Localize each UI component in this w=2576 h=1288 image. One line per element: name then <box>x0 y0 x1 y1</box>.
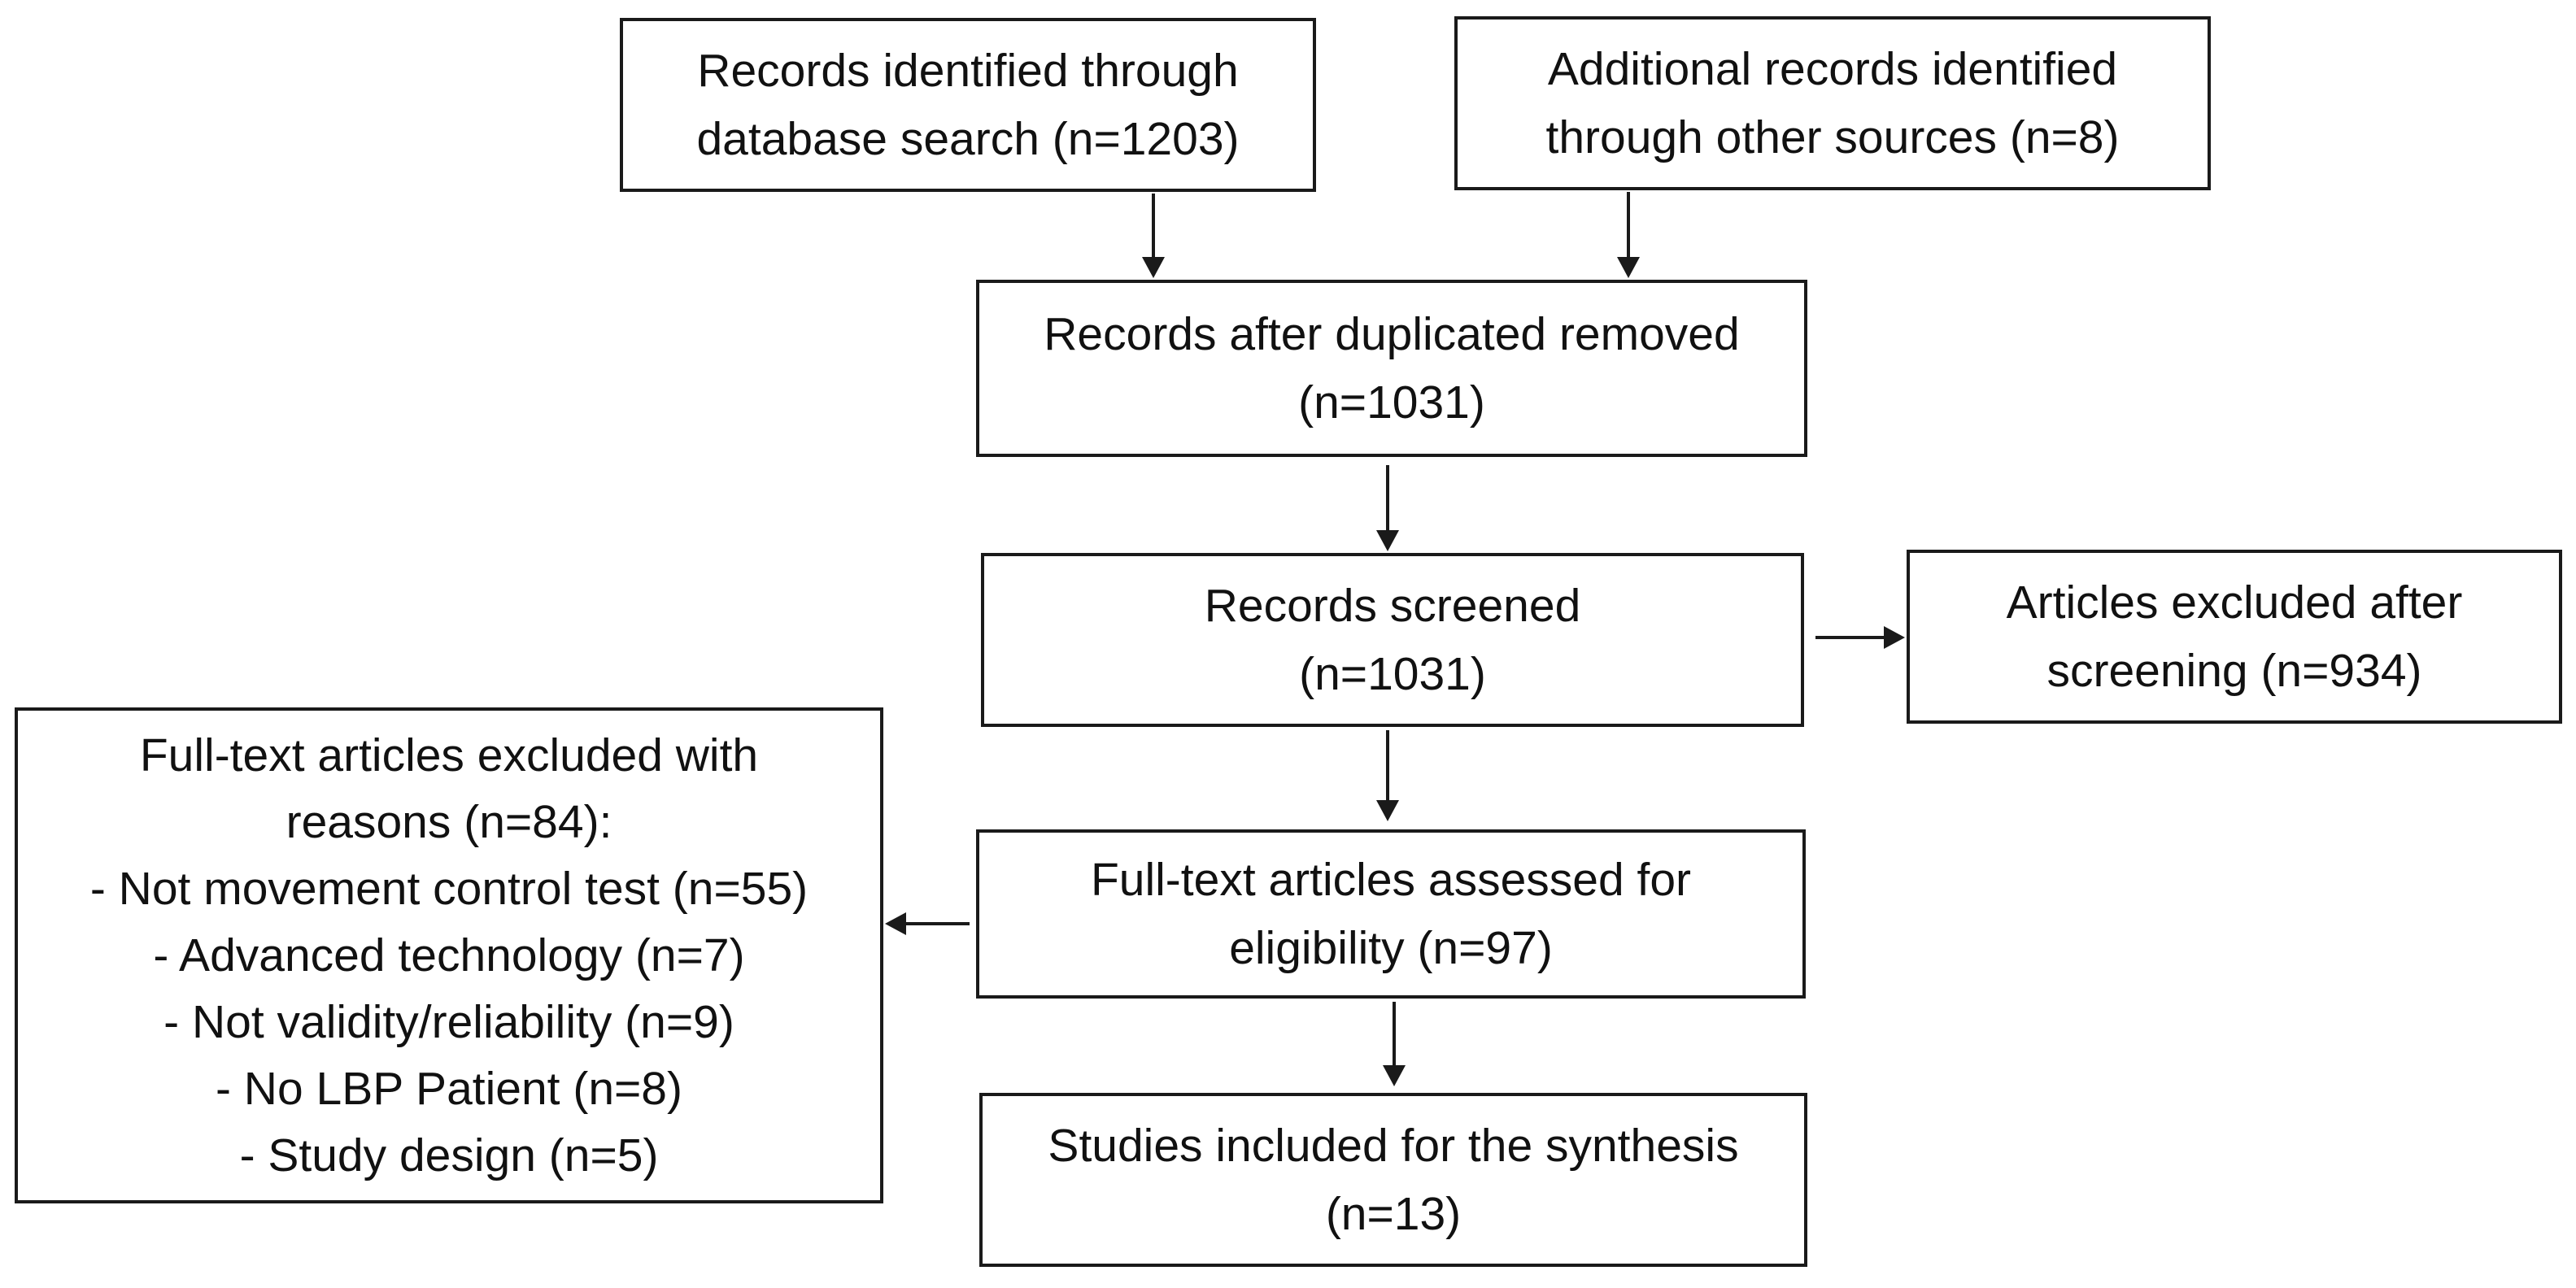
records-after-duplicates-line-2: (n=1031) <box>1298 376 1485 429</box>
reason-item: - Study design (n=5) <box>239 1129 659 1181</box>
arrow-additional-to-dedup <box>1617 192 1640 278</box>
articles-excluded-box: Articles excluded after screening (n=934… <box>1907 550 2562 724</box>
records-identified-line-2: database search (n=1203) <box>696 113 1240 165</box>
records-screened-box: Records screened (n=1031) <box>981 553 1804 727</box>
full-text-excluded-reasons-box: Full-text articles excluded with reasons… <box>15 707 883 1203</box>
articles-excluded-line-1: Articles excluded after <box>2006 577 2463 629</box>
full-text-assessed-line-1: Full-text articles assessed for <box>1090 854 1692 906</box>
studies-included-line-2: (n=13) <box>1325 1188 1462 1240</box>
arrow-fulltext-to-reasons <box>885 912 970 935</box>
records-identified-box: Records identified through database sear… <box>620 18 1316 192</box>
reasons-heading-line-1: Full-text articles excluded with <box>139 729 759 781</box>
studies-included-box: Studies included for the synthesis (n=13… <box>979 1093 1807 1267</box>
records-after-duplicates-box: Records after duplicated removed (n=1031… <box>976 280 1807 457</box>
records-after-duplicates-line-1: Records after duplicated removed <box>1044 308 1740 360</box>
arrow-dedup-to-screened <box>1376 465 1399 551</box>
arrow-fulltext-to-included <box>1383 1002 1406 1086</box>
reasons-heading-line-2: reasons (n=84): <box>285 796 612 848</box>
reason-item: - Not validity/reliability (n=9) <box>163 996 734 1048</box>
full-text-assessed-line-2: eligibility (n=97) <box>1229 922 1553 974</box>
records-screened-line-1: Records screened <box>1204 580 1581 632</box>
reason-item: - Not movement control test (n=55) <box>89 863 809 915</box>
records-identified-line-1: Records identified through <box>697 45 1239 97</box>
additional-records-box: Additional records identified through ot… <box>1454 16 2211 190</box>
full-text-assessed-box: Full-text articles assessed for eligibil… <box>976 829 1806 999</box>
arrow-screened-to-fulltext <box>1376 730 1399 821</box>
additional-records-line-1: Additional records identified <box>1547 43 2118 95</box>
records-screened-line-2: (n=1031) <box>1299 648 1486 700</box>
arrow-identified-to-dedup <box>1142 194 1165 278</box>
articles-excluded-line-2: screening (n=934) <box>2046 645 2422 697</box>
additional-records-line-2: through other sources (n=8) <box>1545 111 2120 163</box>
studies-included-line-1: Studies included for the synthesis <box>1048 1120 1739 1172</box>
reason-item: - Advanced technology (n=7) <box>153 929 745 981</box>
arrow-screened-to-excluded <box>1815 626 1905 649</box>
reason-item: - No LBP Patient (n=8) <box>215 1063 682 1115</box>
